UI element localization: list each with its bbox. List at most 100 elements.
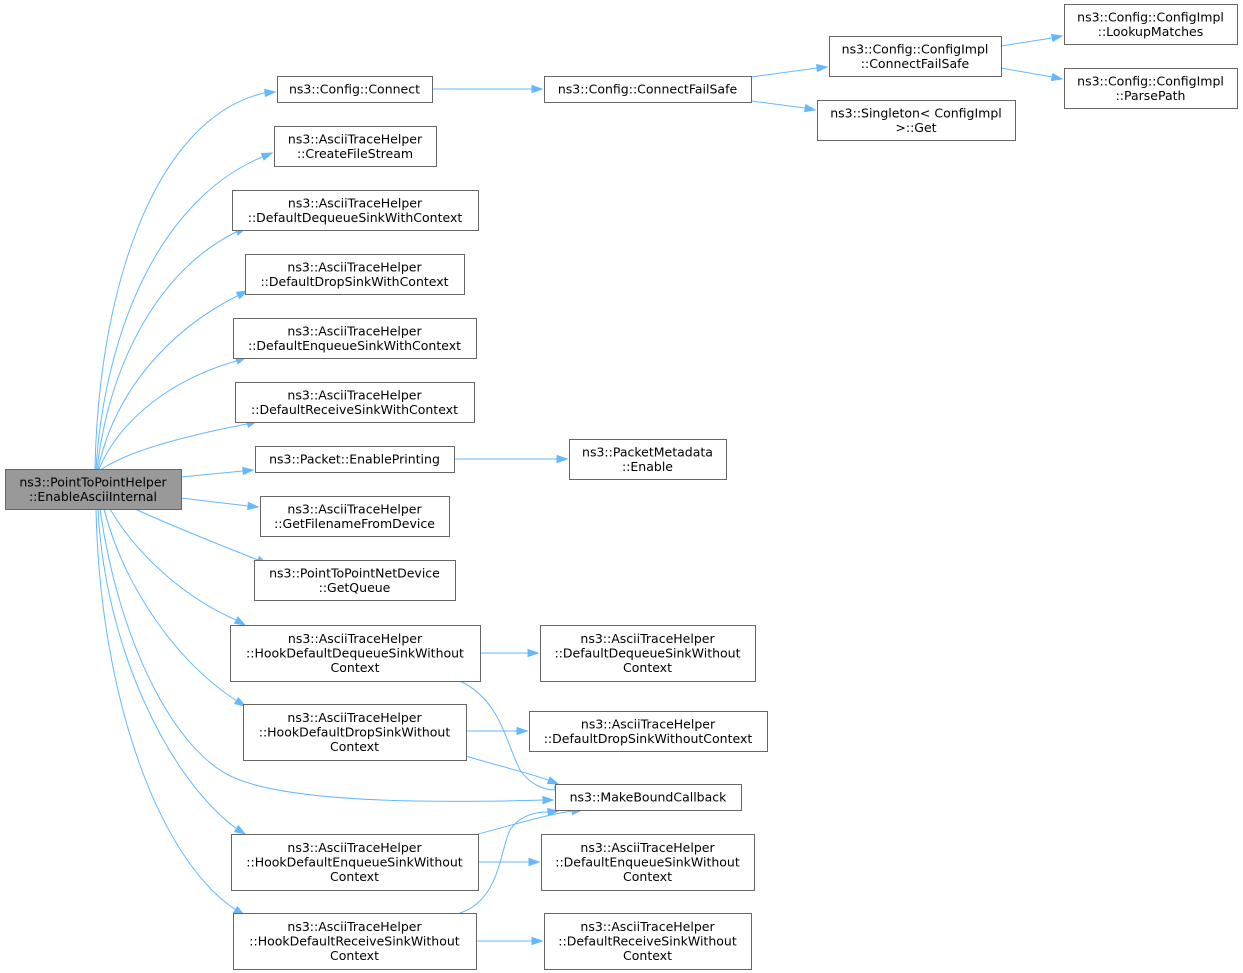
node-label-line: ns3::AsciiTraceHelper (288, 195, 423, 210)
edge-hook-receive-mbc-arrowhead (547, 807, 560, 817)
node-packet-metadata-enable[interactable]: ns3::PacketMetadata::Enable (569, 439, 727, 480)
edge-hook-drop-mbc-arrowhead (546, 776, 560, 785)
node-label-line: ::DefaultReceiveSinkWithout (558, 934, 737, 949)
node-label-line: ns3::Config::ConfigImpl (1077, 9, 1224, 24)
node-default-dequeue-noctx[interactable]: ns3::AsciiTraceHelper::DefaultDequeueSin… (540, 625, 756, 682)
edge-fail-safe-configimpl-arrowhead (816, 63, 829, 73)
node-configimpl-connect-fail-safe[interactable]: ns3::Config::ConfigImpl::ConnectFailSafe (829, 36, 1002, 77)
node-box (255, 446, 455, 473)
node-box (235, 382, 475, 423)
node-root: ns3::PointToPointHelper::EnableAsciiInte… (5, 469, 182, 510)
node-hook-dequeue[interactable]: ns3::AsciiTraceHelper::HookDefaultDequeu… (230, 625, 481, 682)
node-label-line: ns3::Config::ConfigImpl (1077, 73, 1224, 88)
node-default-receive-noctx[interactable]: ns3::AsciiTraceHelper::DefaultReceiveSin… (544, 913, 752, 970)
node-box (555, 784, 742, 811)
node-hook-receive[interactable]: ns3::AsciiTraceHelper::HookDefaultReceiv… (233, 913, 477, 970)
edge-root-hook-drop-arrowhead (233, 696, 247, 707)
node-label-line: ::EnableAsciiInternal (29, 489, 157, 504)
node-label-line: ns3::Singleton< ConfigImpl (830, 105, 1002, 120)
node-label-line: Context (623, 948, 672, 963)
node-box (544, 76, 752, 103)
node-label-line: ns3::PointToPointNetDevice (269, 565, 440, 580)
node-default-dequeue-ctx[interactable]: ns3::AsciiTraceHelper::DefaultDequeueSin… (232, 190, 479, 231)
node-box (541, 834, 755, 891)
edge-root-default-drop-ctx-arrowhead (235, 290, 249, 300)
edge-root-default-receive-ctx (101, 420, 258, 470)
node-box (1064, 68, 1238, 109)
node-box (243, 704, 467, 761)
node-label-line: Context (330, 869, 379, 884)
node-default-enqueue-noctx[interactable]: ns3::AsciiTraceHelper::DefaultEnqueueSin… (541, 834, 755, 891)
node-connect-fail-safe[interactable]: ns3::Config::ConnectFailSafe (544, 76, 752, 103)
edge-root-packet-enable-printing-arrowhead (242, 466, 255, 476)
node-label-line: Context (330, 739, 379, 754)
node-label-line: ns3::AsciiTraceHelper (287, 919, 422, 934)
node-box (529, 711, 768, 752)
node-box (1064, 4, 1238, 45)
node-default-drop-ctx[interactable]: ns3::AsciiTraceHelper::DefaultDropSinkWi… (245, 254, 465, 295)
edge-hook-receive-mbc (459, 810, 559, 914)
edge-fail-safe-singleton-arrowhead (803, 103, 817, 113)
edge-root-hook-dequeue-arrowhead (233, 616, 247, 626)
node-packet-enable-printing[interactable]: ns3::Packet::EnablePrinting (255, 446, 455, 473)
edge-root-default-dequeue-ctx (96, 227, 247, 470)
node-box (230, 625, 481, 682)
edge-hook-enqueue-mbc (477, 809, 583, 835)
node-configimpl-lookup-matches[interactable]: ns3::Config::ConfigImpl::LookupMatches (1064, 4, 1238, 45)
node-label-line: Context (330, 948, 379, 963)
node-box (233, 318, 477, 359)
node-default-enqueue-ctx[interactable]: ns3::AsciiTraceHelper::DefaultEnqueueSin… (233, 318, 477, 359)
node-label-line: ns3::PacketMetadata (582, 444, 713, 459)
node-box (274, 126, 437, 167)
edge-root-hook-enqueue (97, 508, 246, 835)
node-box (260, 496, 450, 537)
node-box (829, 36, 1002, 77)
node-label-line: ::DefaultDequeueSinkWithout (555, 646, 741, 661)
node-make-bound-callback[interactable]: ns3::MakeBoundCallback (555, 784, 742, 811)
edge-config-connect-fail-safe-arrowhead (531, 84, 544, 94)
node-label-line: ::HookDefaultReceiveSinkWithout (249, 934, 459, 949)
edge-root-packet-enable-printing (180, 469, 254, 478)
node-label-line: ::DefaultReceiveSinkWithContext (251, 402, 458, 417)
node-label-line: Context (623, 869, 672, 884)
node-box (277, 76, 433, 103)
node-create-file-stream[interactable]: ns3::AsciiTraceHelper::CreateFileStream (274, 126, 437, 167)
node-singleton-get[interactable]: ns3::Singleton< ConfigImpl>::Get (817, 100, 1016, 141)
edge-root-default-enqueue-ctx (98, 356, 247, 470)
node-label-line: Context (331, 660, 380, 675)
node-default-receive-ctx[interactable]: ns3::AsciiTraceHelper::DefaultReceiveSin… (235, 382, 475, 423)
node-label-line: ::DefaultDropSinkWithoutContext (544, 731, 753, 746)
edge-configimpl-parse-arrowhead (1050, 72, 1064, 82)
node-default-drop-noctx[interactable]: ns3::AsciiTraceHelper::DefaultDropSinkWi… (529, 711, 768, 752)
node-box (233, 913, 477, 970)
node-hook-enqueue[interactable]: ns3::AsciiTraceHelper::HookDefaultEnqueu… (231, 834, 479, 891)
node-label-line: ::CreateFileStream (297, 146, 413, 161)
node-box (544, 913, 752, 970)
edge-root-create-file-stream (95, 152, 273, 470)
node-label-line: ns3::AsciiTraceHelper (288, 131, 423, 146)
edge-root-make-bound-callback (99, 508, 553, 802)
node-box (5, 469, 182, 510)
node-label-line: Context (623, 660, 672, 675)
node-label-line: ns3::AsciiTraceHelper (287, 501, 422, 516)
node-label-line: ::GetQueue (319, 580, 391, 595)
edge-root-hook-enqueue-arrowhead (233, 824, 247, 835)
node-box (540, 625, 756, 682)
node-label-line: ::LookupMatches (1098, 24, 1204, 39)
node-hook-drop[interactable]: ns3::AsciiTraceHelper::HookDefaultDropSi… (243, 704, 467, 761)
node-label-line: ns3::Packet::EnablePrinting (269, 452, 440, 467)
node-label-line: >::Get (895, 120, 936, 135)
node-configimpl-parse-path[interactable]: ns3::Config::ConfigImpl::ParsePath (1064, 68, 1238, 109)
node-label-line: ns3::AsciiTraceHelper (287, 840, 422, 855)
node-label-line: ::DefaultDropSinkWithContext (260, 274, 448, 289)
node-get-queue[interactable]: ns3::PointToPointNetDevice::GetQueue (254, 560, 456, 601)
node-label-line: ::DefaultEnqueueSinkWithContext (248, 338, 461, 353)
edge-root-hook-drop (103, 508, 246, 707)
node-box (569, 439, 727, 480)
node-get-filename[interactable]: ns3::AsciiTraceHelper::GetFilenameFromDe… (260, 496, 450, 537)
node-label-line: ns3::AsciiTraceHelper (287, 387, 422, 402)
node-box (817, 100, 1016, 141)
node-config-connect[interactable]: ns3::Config::Connect (277, 76, 433, 103)
node-label-line: ns3::Config::Connect (289, 82, 420, 97)
edge-root-get-queue (134, 508, 268, 565)
